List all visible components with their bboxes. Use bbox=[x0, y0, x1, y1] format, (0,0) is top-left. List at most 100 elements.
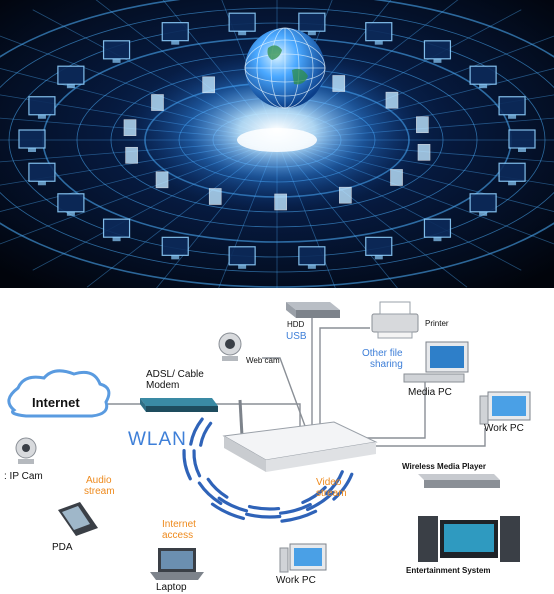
wifi-arc bbox=[324, 470, 344, 496]
internet-access-label-line2: access bbox=[162, 530, 194, 541]
wifi-arc bbox=[245, 512, 282, 519]
wifi-arc bbox=[217, 496, 249, 513]
monitor-icon bbox=[298, 12, 326, 36]
monitor-icon bbox=[18, 129, 46, 152]
monitor-icon bbox=[102, 218, 131, 242]
connection-lines bbox=[108, 314, 486, 447]
monitor-icon bbox=[161, 236, 189, 260]
monitor-icon bbox=[228, 12, 256, 36]
adsl-label-line2: Modem bbox=[146, 380, 180, 391]
document-icon bbox=[332, 75, 346, 92]
document-icon bbox=[123, 119, 137, 136]
line-webcam-router bbox=[262, 357, 306, 427]
wifi-arc bbox=[197, 481, 223, 506]
work-pc-right-label: Work PC bbox=[484, 423, 524, 434]
document-icon bbox=[208, 188, 222, 205]
core-flare bbox=[237, 128, 317, 152]
monitor-icon bbox=[508, 129, 536, 152]
modem-icon bbox=[140, 398, 218, 412]
entertainment-system-icon bbox=[418, 516, 520, 562]
monitor-ring bbox=[18, 12, 536, 269]
wireless-router-icon bbox=[222, 399, 378, 472]
monitor-icon bbox=[298, 246, 326, 269]
monitor-icon bbox=[423, 218, 452, 242]
laptop-icon bbox=[150, 548, 204, 580]
wlan-label: WLAN bbox=[128, 429, 187, 450]
wifi-arc bbox=[199, 421, 213, 447]
wifi-arc bbox=[332, 472, 354, 501]
monitor-icon bbox=[498, 162, 526, 186]
media-pc-label: Media PC bbox=[408, 387, 452, 398]
line-modem-router bbox=[212, 403, 301, 428]
wifi-arc bbox=[278, 502, 312, 515]
document-ring bbox=[123, 69, 431, 211]
entertainment-system-label: Entertainment System bbox=[406, 566, 491, 575]
webcam-icon bbox=[218, 332, 242, 361]
document-icon bbox=[151, 94, 164, 111]
document-icon bbox=[417, 144, 431, 161]
pda-icon bbox=[58, 502, 98, 536]
hdd-label: HDD bbox=[287, 320, 305, 329]
document-icon bbox=[385, 91, 399, 109]
adsl-label-line1: ADSL/ Cable bbox=[146, 369, 204, 380]
line-mediapc-router bbox=[350, 378, 426, 439]
monitor-icon bbox=[469, 65, 497, 89]
hdd-icon bbox=[286, 302, 340, 318]
monitor-icon bbox=[365, 22, 393, 45]
network-hero-svg bbox=[0, 0, 554, 288]
wireless-media-player-label: Wireless Media Player bbox=[402, 462, 486, 471]
network-diagram: HDD USB Printer Web cam ADSL/ Cable Mode… bbox=[0, 288, 554, 594]
printer-label: Printer bbox=[425, 319, 449, 328]
line-workpc-router bbox=[355, 428, 486, 447]
monitor-icon bbox=[365, 236, 393, 260]
other-file-sharing-label-line1: Other file bbox=[362, 348, 403, 359]
wifi-arc bbox=[189, 417, 204, 446]
laptop-label: Laptop bbox=[156, 582, 187, 593]
ip-cam-label: : IP Cam bbox=[4, 471, 43, 482]
monitor-icon bbox=[57, 65, 85, 89]
wifi-arc bbox=[301, 485, 327, 505]
globe-grid bbox=[244, 27, 326, 109]
grid-ring bbox=[0, 7, 554, 273]
monitor-icon bbox=[102, 40, 131, 63]
other-file-sharing-label-line2: sharing bbox=[370, 359, 403, 370]
monitor-icon bbox=[57, 193, 85, 216]
wifi-arc bbox=[182, 448, 192, 481]
work-pc-right-icon bbox=[479, 391, 531, 425]
pda-label: PDA bbox=[52, 542, 73, 553]
document-icon bbox=[125, 146, 138, 164]
wifi-arc bbox=[206, 477, 229, 499]
wifi-arc bbox=[192, 449, 202, 478]
work-pc-bottom-icon bbox=[279, 543, 327, 573]
monitor-icon bbox=[228, 246, 256, 269]
ip-cam-icon bbox=[15, 437, 37, 464]
monitor-icon bbox=[161, 22, 189, 45]
document-icon bbox=[155, 171, 169, 189]
wifi-arc bbox=[210, 502, 246, 521]
wifi-signal-arcs bbox=[182, 417, 354, 523]
wifi-arc bbox=[247, 504, 281, 511]
wireless-media-player-icon bbox=[418, 474, 500, 488]
work-pc-bottom-label: Work PC bbox=[276, 575, 316, 586]
globe-land bbox=[267, 45, 308, 85]
monitor-icon bbox=[498, 96, 526, 119]
document-icon bbox=[390, 169, 403, 186]
grid-ring bbox=[8, 22, 546, 258]
monitor-icon bbox=[28, 96, 56, 119]
video-stream-label-line1: Video bbox=[316, 477, 342, 488]
document-icon bbox=[339, 186, 352, 204]
internet-access-label-line1: Internet bbox=[162, 519, 196, 530]
line-printer-router bbox=[319, 327, 370, 428]
webcam-label: Web cam bbox=[246, 356, 280, 365]
wifi-arc bbox=[280, 509, 318, 523]
diagram-svg bbox=[7, 301, 531, 580]
monitor-icon bbox=[423, 40, 452, 63]
document-icon bbox=[202, 76, 215, 94]
media-pc-icon bbox=[403, 341, 469, 383]
document-icon bbox=[416, 116, 429, 134]
usb-label: USB bbox=[286, 331, 307, 342]
printer-icon bbox=[371, 301, 419, 339]
audio-stream-label-line1: Audio bbox=[86, 475, 112, 486]
document-icon bbox=[274, 193, 287, 211]
